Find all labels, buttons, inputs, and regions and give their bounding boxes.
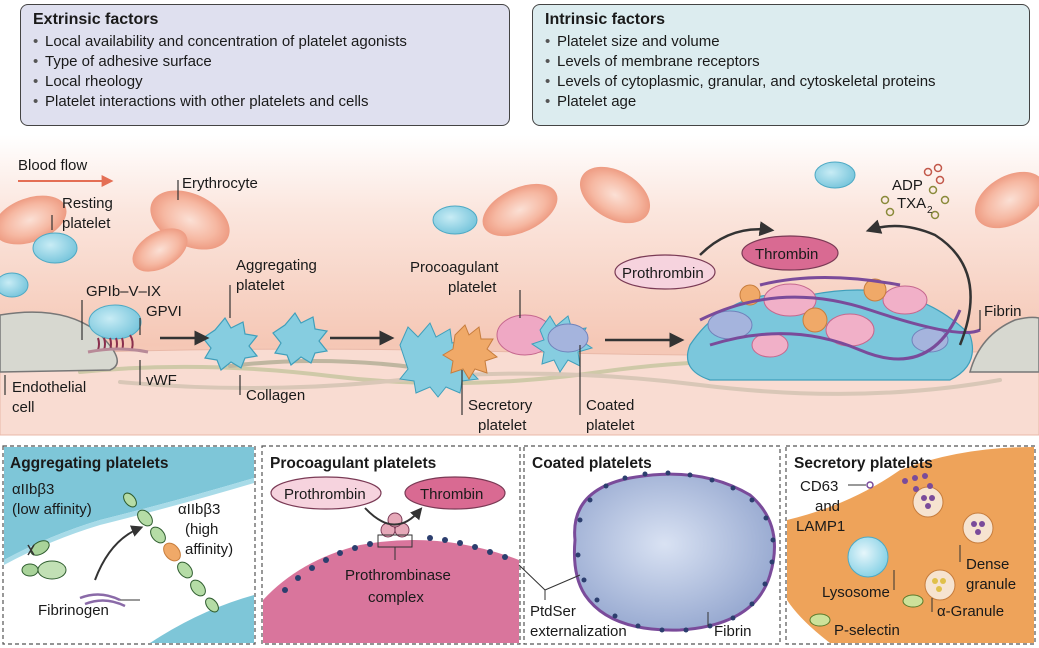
label-adp: ADP xyxy=(892,177,923,194)
label-cd63-2: and xyxy=(815,498,840,515)
label-procoag-1: Procoagulant xyxy=(410,259,499,276)
extrinsic-title: Extrinsic factors xyxy=(33,11,159,28)
label-low-affinity-2: (low affinity) xyxy=(12,501,92,518)
label-low-affinity-1: αIIbβ3 xyxy=(12,481,54,498)
label-prothrombin-panel: Prothrombin xyxy=(284,486,366,503)
intrinsic-item: Levels of membrane receptors xyxy=(545,52,1017,72)
extrinsic-item: Local availability and concentration of … xyxy=(33,32,497,52)
label-secretory-2: platelet xyxy=(478,417,527,434)
label-prothrombinase-1: Prothrombinase xyxy=(345,567,451,584)
label-lysosome: Lysosome xyxy=(822,584,890,601)
label-fibrin-top: Fibrin xyxy=(984,303,1022,320)
label-endothelial-1: Endothelial xyxy=(12,379,86,396)
panel-coated-title: Coated platelets xyxy=(532,455,652,472)
label-blood-flow: Blood flow xyxy=(18,157,87,174)
extrinsic-item: Type of adhesive surface xyxy=(33,52,497,72)
label-erythrocyte: Erythrocyte xyxy=(182,175,258,192)
extrinsic-item: Platelet interactions with other platele… xyxy=(33,92,497,112)
panel-coated xyxy=(518,445,781,645)
label-dense-1: Dense xyxy=(966,556,1009,573)
thrombus-cluster xyxy=(686,276,981,381)
endothelial-cell-right xyxy=(969,316,1039,373)
intrinsic-title: Intrinsic factors xyxy=(545,11,666,28)
panel-aggregating xyxy=(2,445,256,645)
label-fibrinogen: Fibrinogen xyxy=(38,602,109,619)
label-thrombin-top: Thrombin xyxy=(755,246,818,263)
label-procoag-2: platelet xyxy=(448,279,497,296)
adhering-platelet xyxy=(87,304,149,354)
label-gpib: GPIb–V–IX xyxy=(86,283,161,300)
aggregating-platelets xyxy=(202,311,329,371)
label-gpvi: GPVI xyxy=(146,303,182,320)
label-coated-2: platelet xyxy=(586,417,635,434)
label-coated-1: Coated xyxy=(586,397,634,414)
label-ptdser-2: externalization xyxy=(530,623,627,640)
label-vwf: vWF xyxy=(146,372,177,389)
leader-lines xyxy=(4,180,981,415)
label-secretory-1: Secretory xyxy=(468,397,533,414)
label-high-affinity-1: αIIbβ3 xyxy=(178,501,220,518)
label-high-affinity-3: affinity) xyxy=(185,541,233,558)
label-endothelial-2: cell xyxy=(12,399,35,416)
label-aggregating-2: platelet xyxy=(236,277,285,294)
label-prothrombinase-2: complex xyxy=(368,589,424,606)
panel-secretory xyxy=(785,445,1036,645)
label-thrombin-panel: Thrombin xyxy=(420,486,483,503)
label-prothrombin-top: Prothrombin xyxy=(622,265,704,282)
progression-arrows xyxy=(160,219,972,348)
extrinsic-item: Local rheology xyxy=(33,72,497,92)
label-resting-1: Resting xyxy=(62,195,113,212)
intrinsic-item: Platelet size and volume xyxy=(545,32,1017,52)
label-collagen: Collagen xyxy=(246,387,305,404)
thrombin-ellipse xyxy=(741,235,839,271)
panel-secretory-title: Secretory platelets xyxy=(794,455,933,472)
label-aggregating-1: Aggregating xyxy=(236,257,317,274)
label-cd63-1: CD63 xyxy=(800,478,838,495)
label-txa-sub: 2 xyxy=(927,205,933,216)
label-alpha-granule: α-Granule xyxy=(937,603,1004,620)
agonist-dots xyxy=(880,163,950,220)
label-ptdser-1: PtdSer xyxy=(530,603,576,620)
intrinsic-factors-box: Intrinsic factors Platelet size and volu… xyxy=(532,4,1030,126)
extrinsic-factors-box: Extrinsic factors Local availability and… xyxy=(20,4,510,126)
panel-procoagulant-title: Procoagulant platelets xyxy=(270,455,436,472)
label-cd63-3: LAMP1 xyxy=(796,518,845,535)
label-txa: TXA xyxy=(897,195,926,212)
prothrombin-ellipse xyxy=(614,254,716,290)
label-pselectin: P-selectin xyxy=(834,622,900,639)
erythrocyte-group xyxy=(0,166,1039,272)
label-resting-2: platelet xyxy=(62,215,111,232)
label-dense-2: granule xyxy=(966,576,1016,593)
intrinsic-item: Platelet age xyxy=(545,92,1017,112)
intrinsic-item: Levels of cytoplasmic, granular, and cyt… xyxy=(545,72,1017,92)
resting-platelets xyxy=(0,161,856,298)
label-fibrin-panel: Fibrin xyxy=(714,623,752,640)
label-high-affinity-2: (high xyxy=(185,521,218,538)
panel-procoagulant xyxy=(261,445,521,645)
procoagulant-cluster xyxy=(399,314,594,398)
panel-aggregating-title: Aggregating platelets xyxy=(10,455,168,472)
